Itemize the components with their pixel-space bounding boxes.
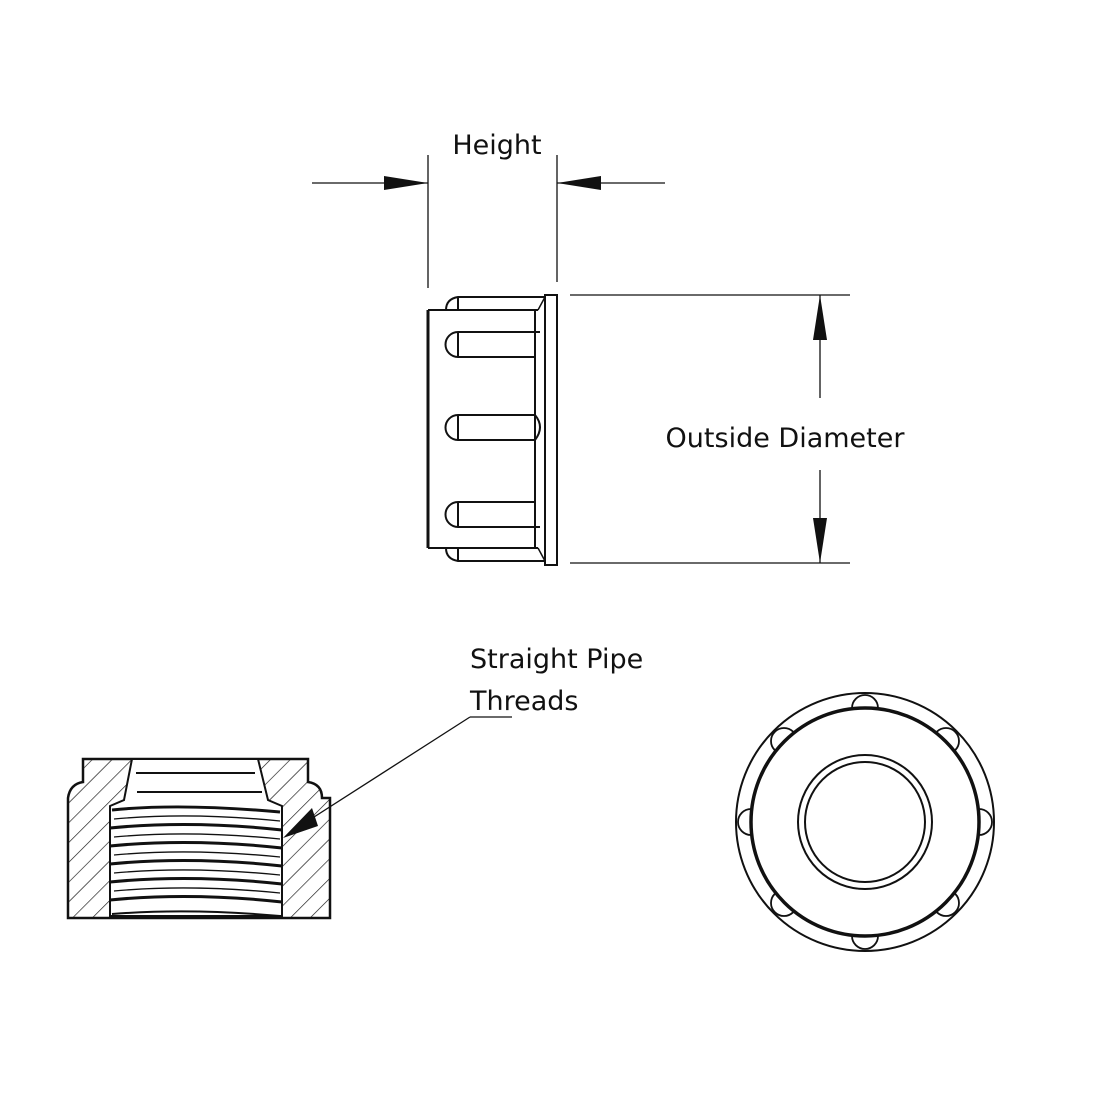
height-label: Height <box>452 130 541 161</box>
threads-label-line2: Threads <box>469 686 578 717</box>
rib <box>444 501 540 528</box>
rib <box>444 414 541 441</box>
arrow-down-icon <box>813 518 827 563</box>
arrow-up-icon <box>813 295 827 340</box>
cross-section-view <box>66 757 332 920</box>
thread-profile <box>109 805 283 917</box>
height-dimension: Height <box>312 130 665 288</box>
end-view <box>735 692 995 952</box>
rib <box>444 331 540 358</box>
threads-callout: Straight Pipe Threads <box>283 644 643 838</box>
arrow-right-icon <box>384 176 428 190</box>
threads-label-line1: Straight Pipe <box>470 644 643 675</box>
side-view <box>426 294 558 566</box>
outside-diameter-label: Outside Diameter <box>666 423 906 454</box>
outside-diameter-dimension: Outside Diameter <box>570 294 906 564</box>
arrow-left-icon <box>557 176 601 190</box>
